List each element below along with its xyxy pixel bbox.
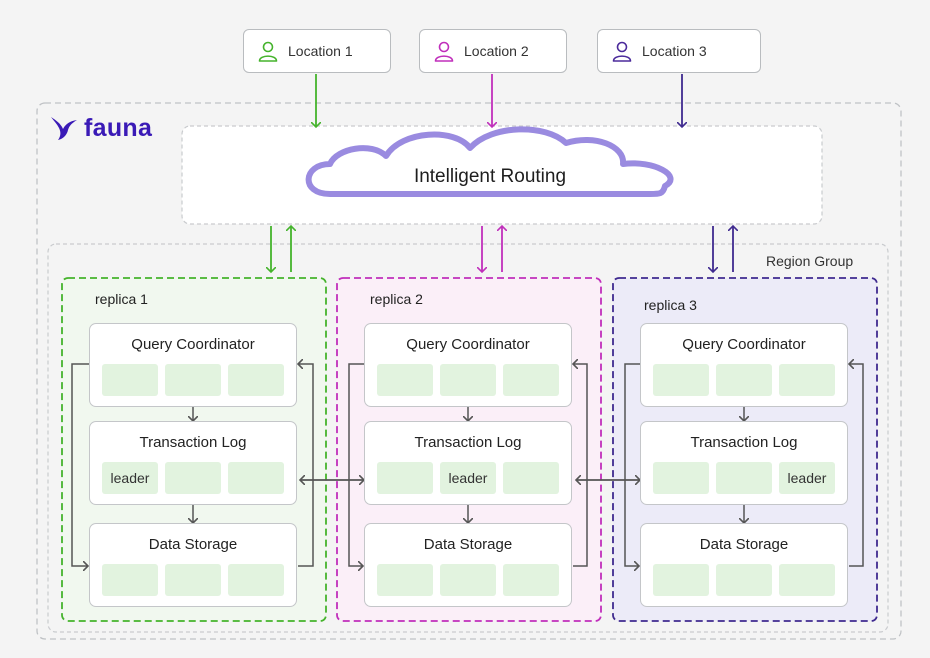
replica-label: replica 2 bbox=[370, 291, 423, 307]
card-cell bbox=[228, 564, 284, 596]
card-cell bbox=[716, 462, 772, 494]
card-cell bbox=[102, 564, 158, 596]
person-icon bbox=[434, 41, 454, 62]
arrow-r3-storage-to-coordinator bbox=[849, 364, 864, 567]
query-coordinator-card: Query Coordinator bbox=[364, 323, 572, 407]
card-title: Data Storage bbox=[699, 536, 789, 553]
card-cell: leader bbox=[102, 462, 158, 494]
card-cell bbox=[503, 564, 559, 596]
card-title: Query Coordinator bbox=[682, 336, 806, 353]
data-storage-card: Data Storage bbox=[364, 523, 572, 607]
fauna-container bbox=[36, 102, 902, 640]
fauna-logo: fauna bbox=[50, 112, 152, 144]
card-cell bbox=[165, 364, 221, 396]
region-group-label: Region Group bbox=[766, 253, 854, 269]
card-title: Transaction Log bbox=[690, 434, 798, 451]
card-cell: leader bbox=[779, 462, 835, 494]
location-1-box: Location 1 bbox=[243, 29, 391, 73]
card-cell bbox=[653, 564, 709, 596]
transaction-log-card: Transaction Log leader bbox=[89, 421, 297, 505]
bird-icon bbox=[51, 117, 77, 140]
person-icon bbox=[258, 41, 278, 62]
card-cell bbox=[503, 364, 559, 396]
card-cell bbox=[228, 462, 284, 494]
query-coordinator-card: Query Coordinator bbox=[640, 323, 848, 407]
replica-label: replica 1 bbox=[95, 291, 148, 307]
card-cell bbox=[503, 462, 559, 494]
card-cell bbox=[440, 564, 496, 596]
card-title: Data Storage bbox=[148, 536, 238, 553]
card-cell bbox=[102, 364, 158, 396]
arrow-r2-coordinator-to-storage bbox=[348, 363, 365, 566]
location-3-box: Location 3 bbox=[597, 29, 761, 73]
card-title: Data Storage bbox=[423, 536, 513, 553]
card-cell bbox=[165, 564, 221, 596]
card-cell bbox=[440, 364, 496, 396]
routing-label: Intelligent Routing bbox=[413, 166, 567, 187]
logo-text: fauna bbox=[84, 113, 153, 142]
arrow-r1-storage-to-coordinator bbox=[298, 364, 314, 567]
transaction-log-card: Transaction Log leader bbox=[640, 421, 848, 505]
arrow-r1-coordinator-to-storage bbox=[71, 363, 90, 566]
location-label: Location 3 bbox=[642, 43, 707, 59]
data-storage-card: Data Storage bbox=[640, 523, 848, 607]
card-cell bbox=[377, 364, 433, 396]
cloud-icon bbox=[305, 126, 674, 197]
card-cell bbox=[377, 462, 433, 494]
card-cell bbox=[653, 462, 709, 494]
data-storage-card: Data Storage bbox=[89, 523, 297, 607]
card-title: Query Coordinator bbox=[131, 336, 255, 353]
location-label: Location 2 bbox=[464, 43, 529, 59]
card-cell bbox=[377, 564, 433, 596]
card-title: Transaction Log bbox=[414, 434, 522, 451]
card-title: Query Coordinator bbox=[406, 336, 530, 353]
card-cell bbox=[653, 364, 709, 396]
card-title: Transaction Log bbox=[139, 434, 247, 451]
transaction-log-card: Transaction Log leader bbox=[364, 421, 572, 505]
card-cell bbox=[779, 564, 835, 596]
arrow-r2-storage-to-coordinator bbox=[573, 364, 588, 567]
card-cell: leader bbox=[440, 462, 496, 494]
card-cell bbox=[228, 364, 284, 396]
region-group-box bbox=[47, 243, 889, 633]
location-label: Location 1 bbox=[288, 43, 353, 59]
card-cell bbox=[165, 462, 221, 494]
arrow-r3-coordinator-to-storage bbox=[624, 363, 641, 566]
query-coordinator-card: Query Coordinator bbox=[89, 323, 297, 407]
replica-label: replica 3 bbox=[644, 297, 697, 313]
card-cell bbox=[716, 364, 772, 396]
person-icon bbox=[612, 41, 632, 62]
card-cell bbox=[779, 364, 835, 396]
location-2-box: Location 2 bbox=[419, 29, 567, 73]
card-cell bbox=[716, 564, 772, 596]
